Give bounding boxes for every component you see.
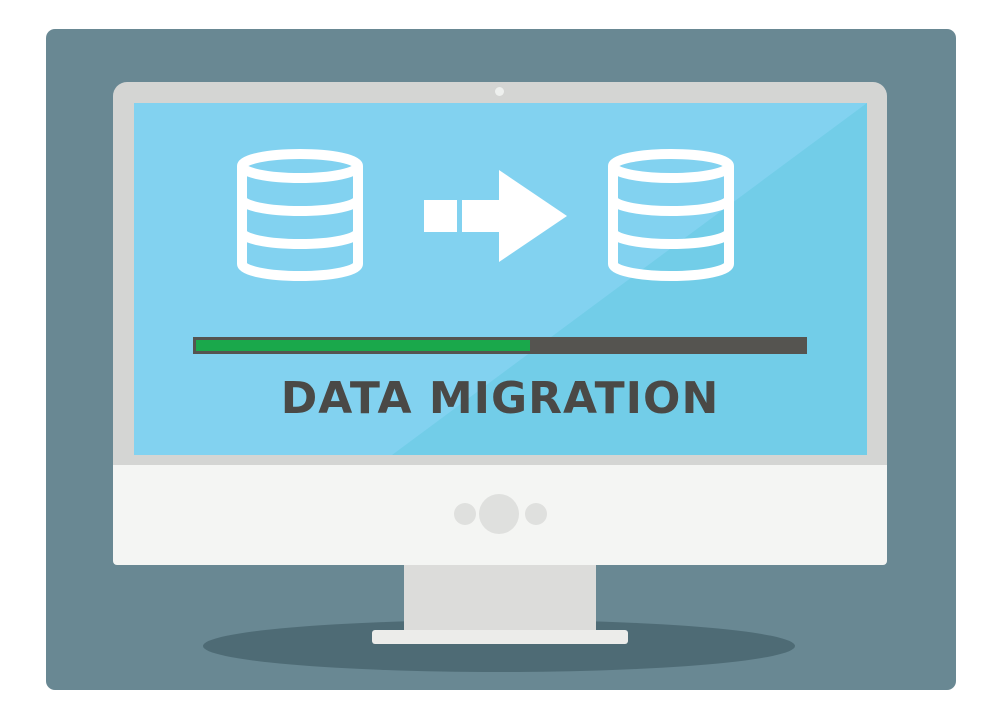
monitor-button-right[interactable] [525,503,547,525]
monitor-stand-base [372,630,628,644]
camera-icon [495,87,504,96]
monitor-stand [404,565,596,635]
screen-glare [392,103,867,455]
progress-bar-fill [196,340,530,351]
page-title: DATA MIGRATION [280,373,720,424]
monitor-button-left[interactable] [454,503,476,525]
monitor-screen [134,103,867,455]
monitor-button-center[interactable] [479,494,519,534]
database-icon-target [608,149,734,281]
progress-bar [193,337,807,354]
database-icon-source [237,149,363,281]
arrow-right-icon [424,170,567,262]
